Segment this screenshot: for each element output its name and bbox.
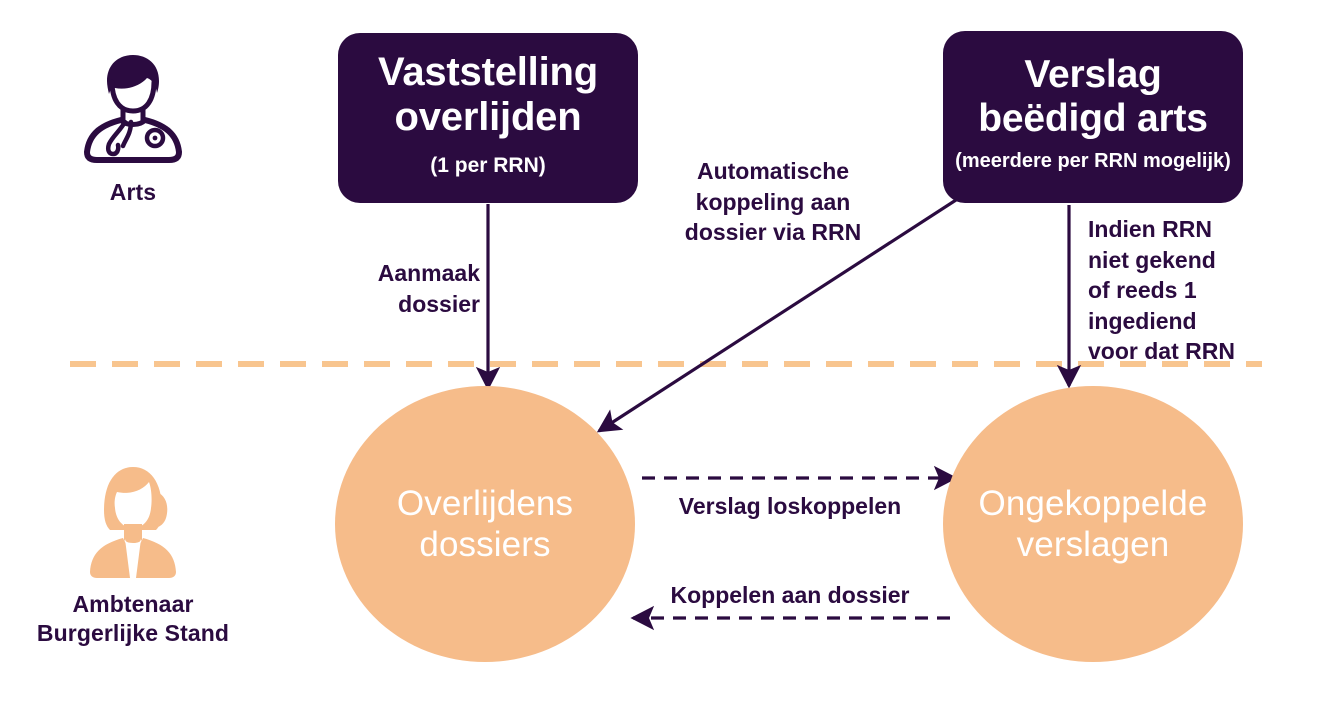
actor-doctor-label: Arts	[109, 179, 157, 205]
doctor-icon	[84, 55, 182, 163]
edge-label-verslag-loskoppelen: Verslag loskoppelen	[678, 493, 902, 519]
title-line-2: beëdigd arts	[978, 96, 1208, 140]
process-box-title: Vaststelling overlijden	[378, 50, 598, 140]
title-line-2: overlijden	[394, 95, 582, 139]
actor-doctor: Arts	[18, 48, 248, 207]
label-line-1: Overlijdens	[396, 483, 574, 523]
label-line-2: dossiers	[419, 525, 551, 564]
edge-label-automatische-koppeling: Automatische koppeling aan dossier via R…	[668, 156, 878, 248]
label-line-2: dossier	[398, 290, 480, 317]
edge-label-koppelen-aan-dossier: Koppelen aan dossier	[670, 582, 910, 608]
label-line-3: dossier via RRN	[684, 219, 862, 246]
label-line-1: Aanmaak	[377, 260, 480, 286]
label-line-5: voor dat RRN	[1088, 338, 1235, 365]
store-circle-label: Ongekoppelde verslagen	[979, 483, 1208, 566]
caption-line-2: Burgerlijke Stand	[36, 620, 230, 647]
store-circle-ongekoppelde-verslagen[interactable]: Ongekoppelde verslagen	[943, 386, 1243, 662]
label-line-2: verslagen	[1016, 525, 1170, 564]
store-circle-overlijdensdossiers[interactable]: Overlijdens dossiers	[335, 386, 635, 662]
label-line-1: Ongekoppelde	[978, 483, 1208, 523]
process-box-vaststelling-overlijden[interactable]: Vaststelling overlijden (1 per RRN)	[338, 33, 638, 203]
actor-civil-servant-label: Ambtenaar Burgerlijke Stand	[18, 590, 248, 649]
label-line-4: ingediend	[1088, 307, 1197, 334]
label-line-2: niet gekend	[1088, 246, 1216, 273]
process-box-subtitle: (1 per RRN)	[430, 153, 546, 177]
edge-label-aanmaak-dossier: Aanmaak dossier	[330, 258, 480, 319]
caption-line-1: Ambtenaar	[72, 591, 194, 617]
civil-servant-icon	[90, 467, 176, 578]
label-line-1: Automatische	[696, 158, 850, 184]
label-line-2: koppeling aan	[695, 188, 851, 215]
title-line-1: Verslag	[1024, 52, 1162, 96]
edge-label-indien-rrn: Indien RRN niet gekend of reeds 1 ingedi…	[1088, 214, 1278, 367]
process-box-title: Verslag beëdigd arts	[978, 53, 1208, 140]
process-box-verslag-beedigd-arts[interactable]: Verslag beëdigd arts (meerdere per RRN m…	[943, 31, 1243, 203]
title-line-1: Vaststelling	[378, 50, 598, 95]
label-line-1: Indien RRN	[1088, 216, 1212, 242]
label-line-3: of reeds 1	[1088, 277, 1197, 304]
actor-civil-servant: Ambtenaar Burgerlijke Stand	[18, 462, 248, 649]
store-circle-label: Overlijdens dossiers	[397, 483, 573, 566]
process-box-subtitle: (meerdere per RRN mogelijk)	[955, 150, 1231, 173]
